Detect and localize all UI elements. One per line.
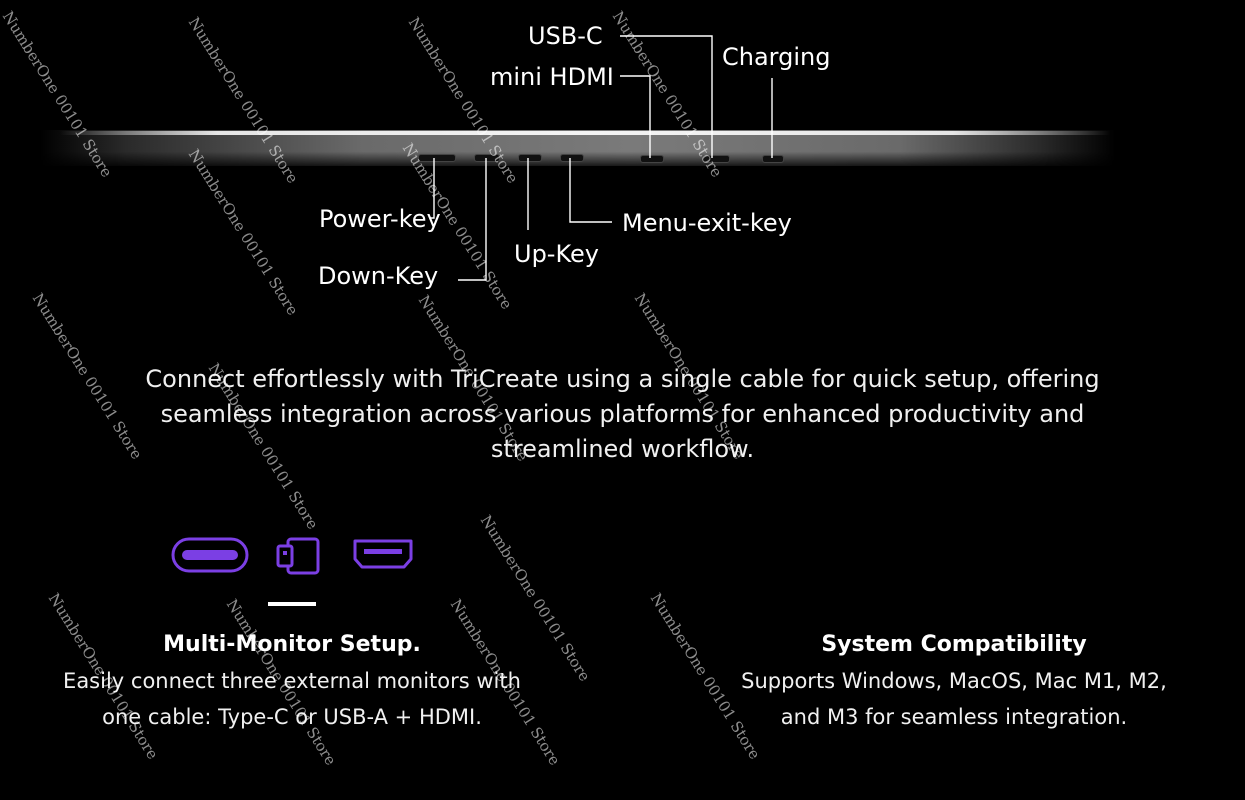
left-feature-line-2: one cable: Type-C or USB-A + HDMI.	[102, 705, 482, 729]
icon-selection-indicator	[268, 602, 316, 606]
menu-exit-key-label: Menu-exit-key	[622, 209, 792, 237]
right-feature-line-1: Supports Windows, MacOS, Mac M1, M2,	[741, 669, 1167, 693]
down-key-button	[474, 154, 500, 162]
usb-c-label: USB-C	[528, 22, 603, 50]
charging-label: Charging	[722, 43, 831, 71]
left-feature-title: Multi-Monitor Setup.	[163, 632, 421, 657]
usb-c-port	[702, 155, 730, 163]
power-key-label: Power-key	[319, 205, 441, 233]
right-feature-line-2: and M3 for seamless integration.	[780, 705, 1128, 729]
left-feature-description: Easily connect three external monitors w…	[42, 663, 542, 735]
menu-exit-key-button	[560, 154, 584, 162]
charging-port	[762, 155, 784, 163]
right-feature-description: Supports Windows, MacOS, Mac M1, M2, and…	[704, 663, 1204, 735]
hdmi-port-icon[interactable]	[352, 538, 414, 572]
usb-c-port-icon[interactable]	[170, 536, 250, 574]
usb-port-icon[interactable]	[274, 536, 322, 576]
intro-text: Connect effortlessly with TriCreate usin…	[145, 365, 1100, 463]
mini-hdmi-label: mini HDMI	[490, 63, 614, 91]
mini-hdmi-port	[640, 155, 664, 163]
up-key-label: Up-Key	[514, 240, 599, 268]
up-key-button	[518, 154, 542, 162]
device-edge-highlight	[60, 131, 1110, 135]
left-feature-line-1: Easily connect three external monitors w…	[63, 669, 521, 693]
power-key-button	[418, 154, 456, 162]
down-key-label: Down-Key	[318, 262, 439, 290]
right-feature-title: System Compatibility	[821, 632, 1087, 657]
